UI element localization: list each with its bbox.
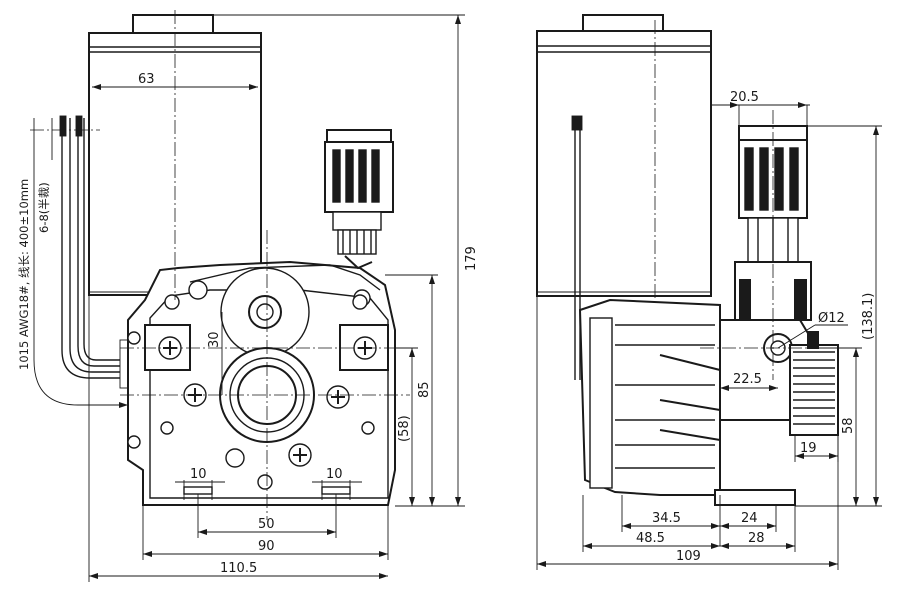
pressure-arm [189, 264, 381, 291]
front-view: 63 179 85 (58) 30 10 [17, 10, 479, 582]
dim-base-width: 90 [258, 539, 275, 554]
mount-slot-right [321, 486, 351, 495]
upper-drive-roller [188, 267, 371, 357]
side-view: 20.5 (138.1) 58 Ø12 22.5 [536, 14, 882, 570]
dim-overall-width: 110.5 [220, 561, 257, 576]
cable-spec-text: 1015 AWG18#, 线长: 400±10mm [17, 179, 31, 370]
dim-width-48-5: 48.5 [636, 531, 665, 546]
dim-width-34-5: 34.5 [652, 511, 681, 526]
dim-width-28: 28 [748, 531, 765, 546]
dim-bore-dia: Ø12 [818, 311, 845, 326]
dim-height-total: 179 [464, 246, 479, 271]
motor-cap [132, 14, 214, 34]
dim-overall-depth: 109 [676, 549, 701, 564]
pressure-knob [324, 129, 394, 270]
dim-height-ref-front: (58) [397, 415, 412, 442]
dim-hole-spacing-right: 10 [326, 467, 343, 482]
dim-hole-span: 50 [258, 517, 275, 532]
dim-width-24: 24 [741, 511, 758, 526]
dim-motor-width: 63 [138, 72, 155, 87]
dim-gear-offset: 30 [207, 331, 222, 348]
dim-width-19: 19 [800, 441, 817, 456]
side-blocks [144, 294, 389, 371]
dim-axis-offset: 22.5 [733, 372, 762, 387]
dim-height-58: 58 [841, 417, 856, 434]
dim-height-ref-side: (138.1) [861, 293, 876, 340]
side-dimensions: 20.5 (138.1) 58 Ø12 22.5 [536, 90, 882, 570]
front-dimensions: 63 179 85 (58) 30 10 [88, 14, 479, 582]
dim-knob-width: 20.5 [730, 90, 759, 105]
dim-height-mount: 85 [417, 381, 432, 398]
side-motor-cap [582, 14, 664, 32]
cable-wires [59, 115, 131, 389]
cable-strip-text: 6-8(半裁) [37, 182, 51, 233]
dim-hole-spacing-left: 10 [190, 467, 207, 482]
side-motor-body [536, 30, 712, 297]
cable-note: 1015 AWG18#, 线长: 400±10mm 6-8(半裁) [17, 118, 128, 408]
mount-slot-left [183, 486, 213, 495]
side-gear [789, 331, 839, 436]
